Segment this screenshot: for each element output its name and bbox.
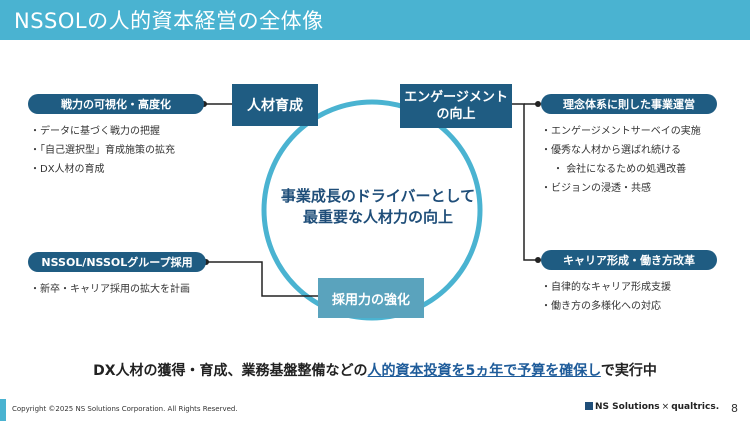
connector-right [512,103,538,261]
arrow-top [317,89,403,98]
list-item: DX人材の育成 [30,160,175,179]
header-bar: NSSOLの人的資本経営の全体像 [0,0,750,40]
bottom-message-suffix: で実行中 [600,363,657,379]
list-right-bottom: 自律的なキャリア形成支援 働き方の多様化への対応 [541,278,671,316]
ns-solutions-logo-icon [585,402,593,410]
pill-right-bottom: キャリア形成・働き方改革 [541,250,717,270]
node-recruitment: 採用力の強化 [318,278,424,318]
list-item: 優秀な人材から選ばれ続ける [541,141,701,160]
center-message: 事業成長のドライバーとして 最重要な人材力の向上 [258,186,498,228]
list-item: 新卒・キャリア採用の拡大を計画 [30,280,190,299]
brand-ns-solutions: NS Solutions [595,402,660,412]
node-talent-development: 人材育成 [232,84,318,126]
brand-separator: × [661,402,670,412]
bottom-message: DX人材の獲得・育成、業務基盤整備などの人的資本投資を5ヵ年で予算を確保しで実行… [0,360,750,380]
brand-logos: NS Solutions×qualtrics. [585,402,719,412]
copyright: Copyright ©2025 NS Solutions Corporation… [12,405,238,413]
list-item: 自律的なキャリア形成支援 [541,278,671,297]
node-recruitment-label: 採用力の強化 [331,292,410,308]
page-title: NSSOLの人的資本経営の全体像 [14,9,324,33]
node-engagement-line1: エンゲージメント [404,90,508,105]
list-right-top: エンゲージメントサーベイの実施 優秀な人材から選ばれ続ける 会社になるための処遇… [541,122,701,198]
center-message-line1: 事業成長のドライバーとして [280,187,476,205]
pill-left-bottom: NSSOL/NSSOLグループ採用 [28,252,206,272]
list-left-bottom: 新卒・キャリア採用の拡大を計画 [30,280,190,299]
bottom-message-prefix: DX人材の獲得・育成、業務基盤整備などの [93,363,368,379]
pill-left-top-label: 戦力の可視化・高度化 [61,98,171,111]
connector-dot-right-bottom [535,257,541,263]
list-item-continuation-text: 会社になるための処遇改善 [566,164,687,175]
connector-dot-right-top [535,101,541,107]
footer-accent [0,399,6,421]
node-talent-development-label: 人材育成 [247,98,303,114]
brand-qualtrics: qualtrics. [671,402,720,412]
list-item: 働き方の多様化への対応 [541,297,671,316]
pill-right-top: 理念体系に則した事業運営 [541,94,717,114]
connector-left-bottom [206,261,318,297]
pill-left-top: 戦力の可視化・高度化 [28,94,204,114]
list-item: ビジョンの浸透・共感 [541,179,701,198]
list-left-top: データに基づく戦力の把握 「自己選択型」育成施策の拡充 DX人材の育成 [30,122,175,179]
pill-left-bottom-label: NSSOL/NSSOLグループ採用 [41,256,193,269]
page-number: 8 [731,402,738,415]
bottom-message-highlight: 人的資本投資を5ヵ年で予算を確保し [367,363,601,379]
pill-right-bottom-label: キャリア形成・働き方改革 [563,254,695,267]
cycle-ring [261,99,483,321]
node-engagement: エンゲージメント の向上 [400,84,512,128]
center-message-line2: 最重要な人材力の向上 [302,208,453,226]
list-item-continuation: 会社になるための処遇改善 [541,160,701,179]
node-engagement-line2: の向上 [436,107,476,122]
list-item: データに基づく戦力の把握 [30,122,175,141]
pill-right-top-label: 理念体系に則した事業運営 [563,98,695,111]
list-item: 「自己選択型」育成施策の拡充 [30,141,175,160]
list-item: エンゲージメントサーベイの実施 [541,122,701,141]
